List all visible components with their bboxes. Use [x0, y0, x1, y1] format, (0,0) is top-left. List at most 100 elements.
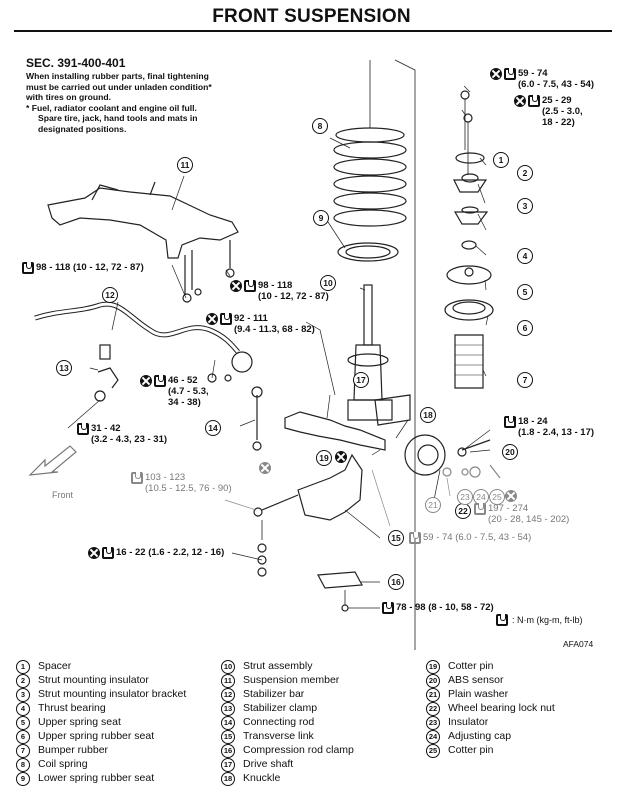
replace-icon — [335, 451, 347, 463]
callout-21: 21 — [425, 497, 441, 513]
torque-wrench-icon — [154, 375, 166, 387]
torque-wrench-icon — [382, 602, 394, 614]
callout-14: 14 — [205, 420, 221, 436]
front-arrow-icon — [28, 445, 77, 476]
callout-11: 11 — [177, 157, 193, 173]
torque-spec-strut-top-nut: 59 - 74(6.0 - 7.5, 43 - 54) — [490, 68, 594, 90]
torque-spec-compression-rod-nut: 16 - 22 (1.6 - 2.2, 12 - 16) — [88, 547, 224, 559]
note-line: with tires on ground. — [26, 92, 111, 102]
replace-icon — [490, 68, 502, 80]
title-rule — [14, 30, 612, 32]
callout-19: 19 — [316, 450, 332, 466]
callout-10: 10 — [320, 275, 336, 291]
replace-icon — [140, 375, 152, 387]
callout-1: 1 — [493, 152, 509, 168]
callout-8: 8 — [312, 118, 328, 134]
callout-9: 9 — [313, 210, 329, 226]
replace-icon — [230, 280, 242, 292]
transverse-link — [297, 453, 363, 521]
footnote-line: designated positions. — [38, 123, 127, 134]
torque-wrench-icon — [22, 262, 34, 274]
replace-icon — [259, 462, 271, 474]
callout-7: 7 — [517, 372, 533, 388]
replace-icon — [206, 313, 218, 325]
callout-15: 15 — [388, 530, 404, 546]
drive-shaft — [284, 411, 386, 451]
note-line: When installing rubber parts, final tigh… — [26, 71, 209, 81]
callout-18: 18 — [420, 407, 436, 423]
callout-5: 5 — [517, 284, 533, 300]
callout-13: 13 — [56, 360, 72, 376]
torque-wrench-icon — [77, 423, 89, 435]
torque-wrench-icon — [504, 68, 516, 80]
callout-3: 3 — [517, 198, 533, 214]
torque-spec-strut-mount-nut: 25 - 29(2.5 - 3.0,18 - 22) — [514, 95, 583, 128]
torque-spec-ball-joint: 59 - 74 (6.0 - 7.5, 43 - 54) — [409, 532, 531, 544]
replace-icon — [88, 547, 100, 559]
section-code: SEC. 391-400-401 — [26, 56, 126, 70]
torque-wrench-icon — [496, 614, 508, 626]
callout-20: 20 — [502, 444, 518, 460]
torque-spec-member-nut: 98 - 118(10 - 12, 72 - 87) — [230, 280, 329, 302]
torque-wrench-icon — [244, 280, 256, 292]
torque-wrench-icon — [102, 547, 114, 559]
callout-12: 12 — [102, 287, 118, 303]
torque-wrench-icon — [131, 472, 143, 484]
coil-spring — [333, 127, 407, 227]
torque-wrench-icon — [409, 532, 421, 544]
front-direction-label: Front — [52, 490, 74, 500]
suspension-member — [47, 187, 239, 259]
page-title: FRONT SUSPENSION — [212, 6, 411, 27]
callout-2: 2 — [517, 165, 533, 181]
torque-wrench-icon — [474, 503, 486, 515]
torque-spec-abs-sensor: 18 - 24(1.8 - 2.4, 13 - 17) — [504, 416, 594, 438]
replace-icon — [514, 95, 526, 107]
footnote-line: * Fuel, radiator coolant and engine oil … — [26, 102, 197, 113]
torque-spec-connecting-rod: 46 - 52(4.7 - 5.3,34 - 38) — [140, 375, 209, 408]
callout-4: 4 — [517, 248, 533, 264]
callout-23: 23 — [457, 489, 473, 505]
callout-22: 22 — [455, 503, 471, 519]
torque-spec-strut-lower: 92 - 111(9.4 - 11.3, 68 - 82) — [206, 313, 315, 335]
note-line: must be carried out under unladen condit… — [26, 81, 212, 92]
units-legend: : N·m (kg-m, ft-lb) — [496, 614, 583, 626]
footnote-line: Spare tire, jack, hand tools and mats in — [38, 113, 198, 123]
installation-note: When installing rubber parts, final tigh… — [26, 71, 286, 134]
callout-6: 6 — [517, 320, 533, 336]
torque-spec-transverse-link-bolt: 103 - 123(10.5 - 12.5, 76 - 90) — [131, 472, 232, 494]
replace-icon — [505, 490, 517, 502]
figure-id: AFA074 — [563, 639, 594, 649]
callout-17: 17 — [353, 372, 369, 388]
torque-wrench-icon — [504, 416, 516, 428]
torque-spec-stabilizer-clamp: 31 - 42(3.2 - 4.3, 23 - 31) — [77, 423, 167, 445]
torque-spec-member-bolt: 98 - 118 (10 - 12, 72 - 87) — [22, 262, 144, 274]
callout-16: 16 — [388, 574, 404, 590]
torque-spec-wheel-bearing-nut: 197 - 274(20 - 28, 145 - 202) — [474, 503, 569, 525]
